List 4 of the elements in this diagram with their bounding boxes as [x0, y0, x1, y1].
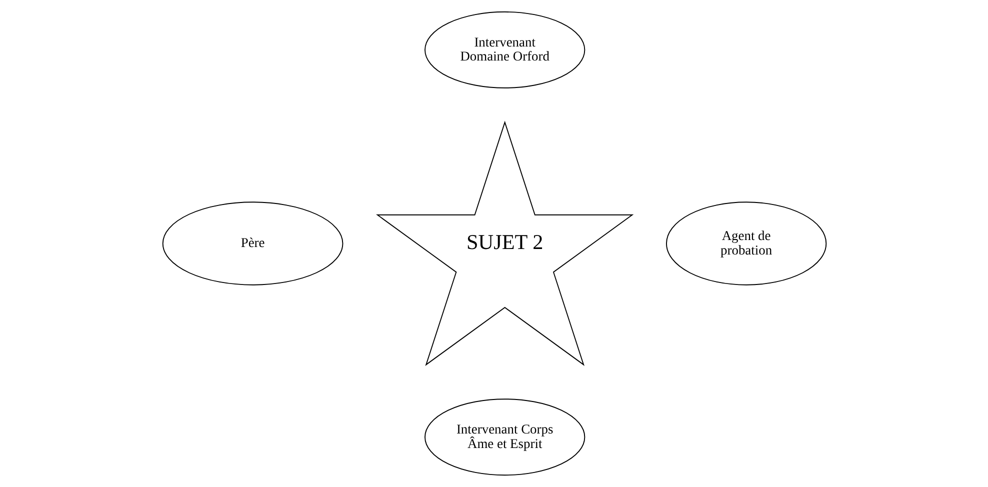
node-ellipse: Agent de probation — [665, 202, 826, 286]
node-ellipse: Intervenant Domaine Orford — [424, 11, 585, 88]
node-ellipse: Intervenant Corps Âme et Esprit — [424, 398, 585, 476]
node-ellipse: Père — [162, 202, 343, 286]
